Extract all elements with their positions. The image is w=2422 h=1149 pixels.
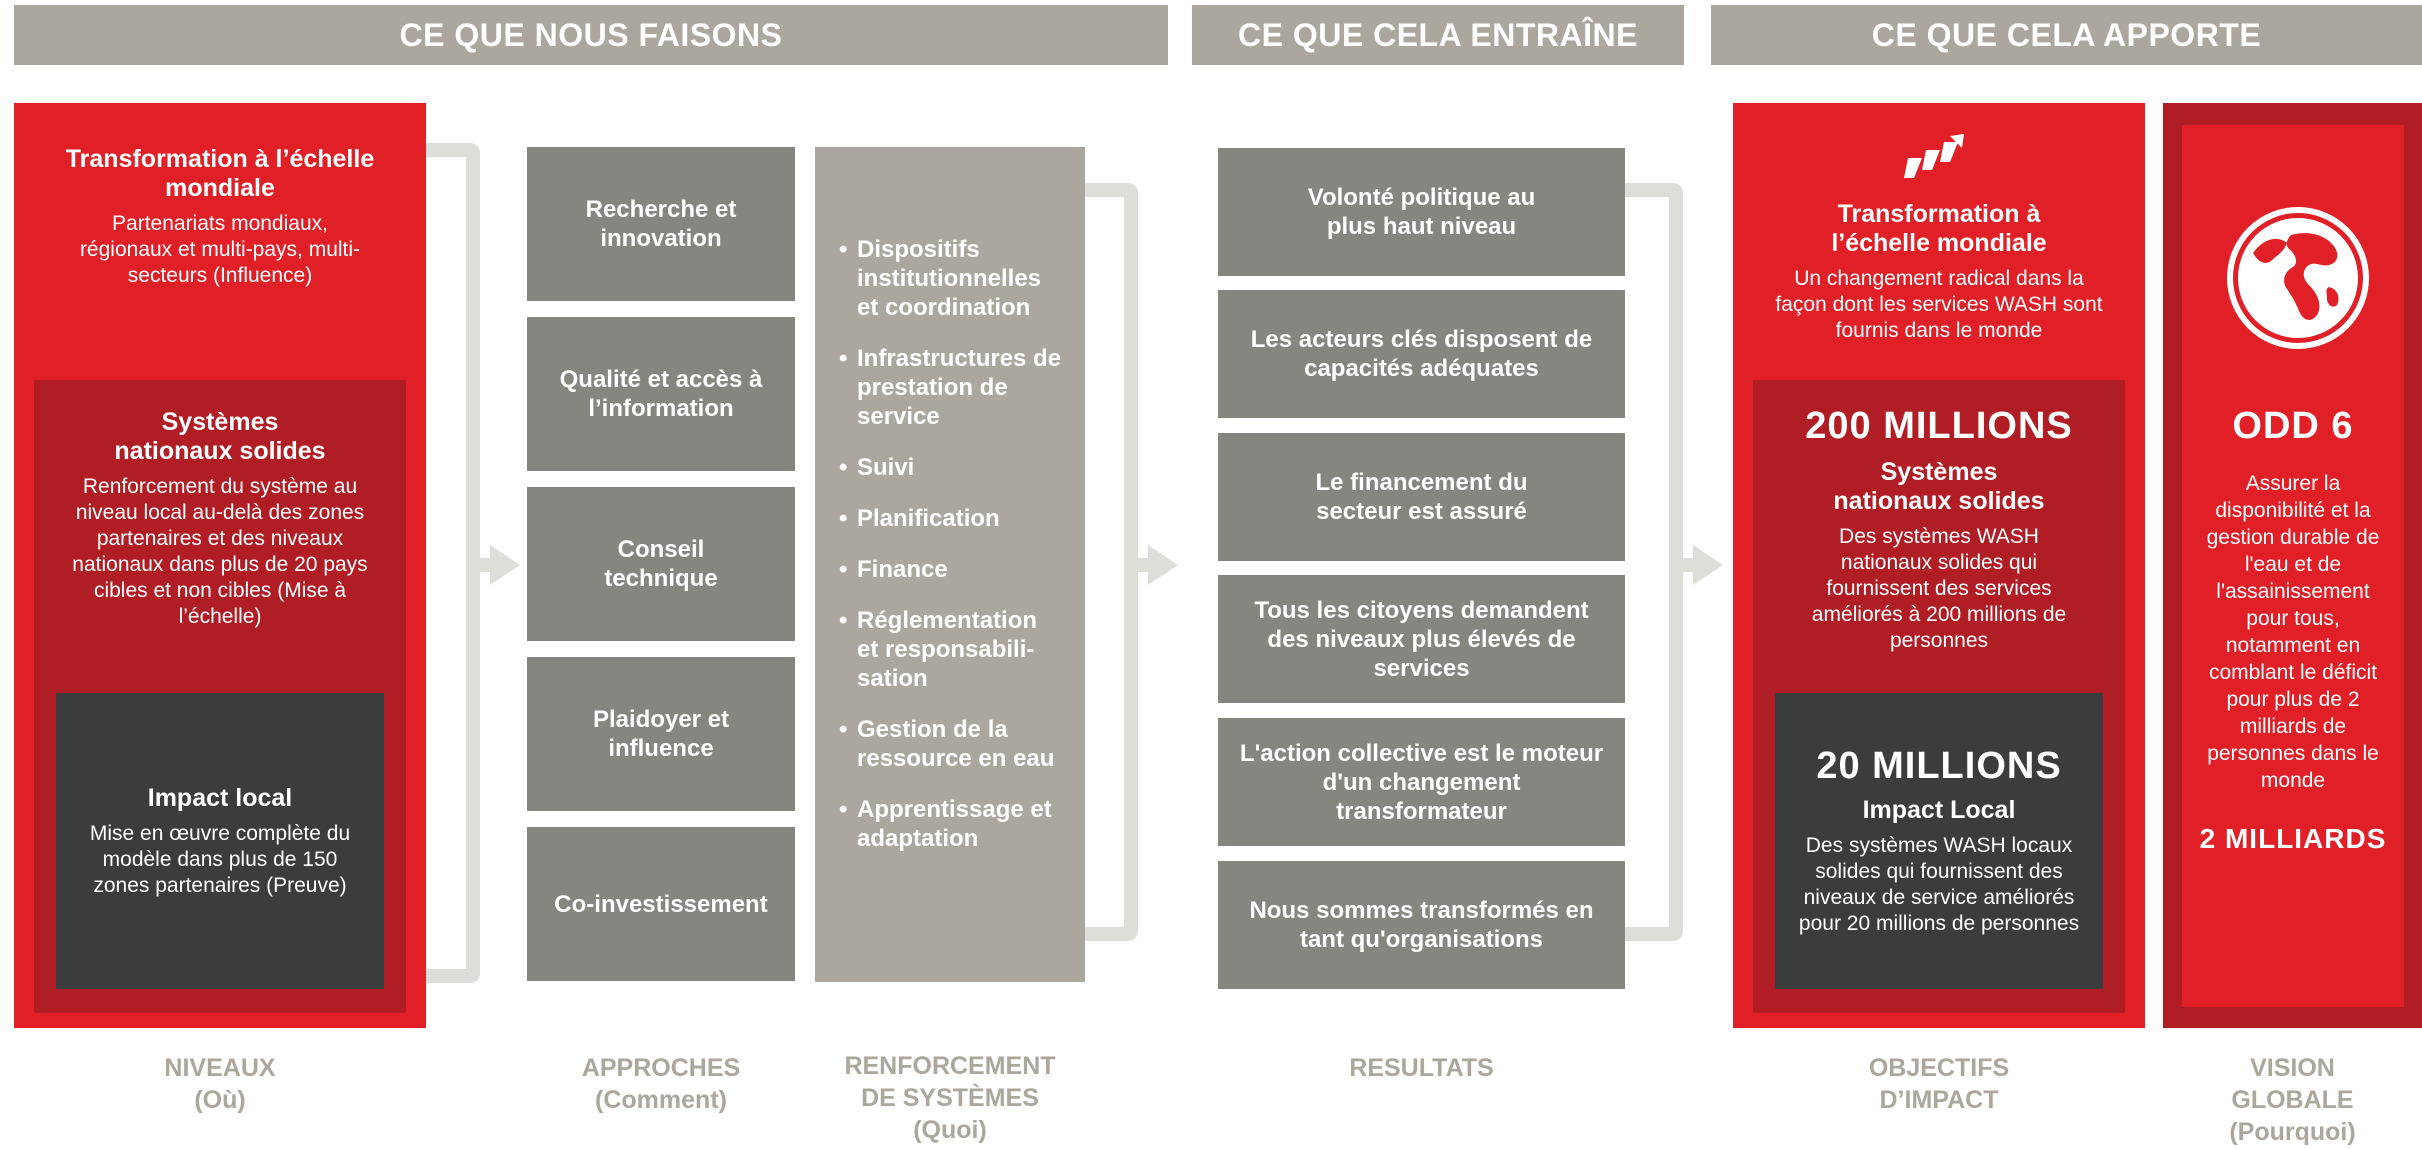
systems-panel: •Dispositifs institutionnelles et coordi… xyxy=(815,147,1085,982)
levels-global-text: Partenariats mondiaux, régionaux et mult… xyxy=(79,212,361,287)
systems-item: •Réglementation et responsabili-sation xyxy=(839,607,1038,692)
levels-global: Transformation à l’échelle mondiale Part… xyxy=(14,145,426,340)
impact-local: 20 MILLIONS Impact Local Des systèmes WA… xyxy=(1775,693,2103,989)
levels-national: Systèmes nationaux solides Renforcement … xyxy=(34,408,406,668)
result-box: L'action collective est le moteur d'un c… xyxy=(1218,718,1625,846)
result-box: Volonté politique au plus haut niveau xyxy=(1218,148,1625,276)
footer-results: RESULTATS xyxy=(1349,1054,1494,1082)
arrow-right-icon xyxy=(490,545,520,585)
levels-local: Impact local Mise en œuvre complète du m… xyxy=(56,693,384,989)
arrows-icon xyxy=(1900,130,1980,185)
approach-box: Qualité et accès à l’information xyxy=(527,317,795,471)
vision-figure: 2 MILLIARDS xyxy=(2199,823,2387,854)
impact-global: Transformation à l’échelle mondiale Un c… xyxy=(1733,200,2145,350)
header-what-it-entails: CE QUE CELA ENTRAÎNE xyxy=(1192,5,1684,65)
approach-box: Co-investissement xyxy=(527,827,795,981)
approach-box: Plaidoyer et influence xyxy=(527,657,795,811)
arrow-right-icon xyxy=(1148,545,1178,585)
approach-box: Conseil technique xyxy=(527,487,795,641)
systems-item: •Planification xyxy=(839,505,1000,532)
footer-levels: NIVEAUX(Où) xyxy=(164,1054,276,1114)
arrow-stem-1 xyxy=(480,558,492,572)
systems-item: •Finance xyxy=(839,556,948,583)
impact-national-text: Des systèmes WASH nationaux solides qui … xyxy=(1811,525,2067,652)
arrow-right-icon xyxy=(1693,545,1723,585)
approach-box: Recherche et innovation xyxy=(527,147,795,301)
globe-icon xyxy=(2225,205,2371,351)
systems-item: •Suivi xyxy=(839,454,915,481)
header-what-it-brings: CE QUE CELA APPORTE xyxy=(1711,5,2422,65)
levels-national-title: Systèmes nationaux solides xyxy=(114,408,326,465)
result-box: Le financement du secteur est assuré xyxy=(1218,433,1625,561)
impact-national: 200 MILLIONS Systèmes nationaux solides … xyxy=(1753,405,2125,675)
vision-text: Assurer la disponibilité et la gestion d… xyxy=(2206,472,2380,792)
levels-national-text: Renforcement du système au niveau local … xyxy=(72,475,368,628)
levels-global-title: Transformation à l’échelle mondiale xyxy=(65,145,375,202)
header-what-we-do: CE QUE NOUS FAISONS xyxy=(14,5,1168,65)
result-box: Nous sommes transformés en tant qu'organ… xyxy=(1218,861,1625,989)
systems-item: •Gestion de la ressource en eau xyxy=(839,716,1055,772)
systems-item: •Infrastructures de prestation de servic… xyxy=(839,345,1062,430)
result-box: Tous les citoyens demandent des niveaux … xyxy=(1218,575,1625,703)
levels-local-title: Impact local xyxy=(147,783,293,812)
impact-national-title: Systèmes nationaux solides xyxy=(1833,458,2045,515)
impact-national-figure: 200 MILLIONS xyxy=(1805,405,2073,447)
vision-title: ODD 6 xyxy=(2232,405,2354,447)
arrow-stem-3 xyxy=(1683,558,1695,572)
impact-local-figure: 20 MILLIONS xyxy=(1816,745,2062,787)
systems-item: •Dispositifs institutionnelles et coordi… xyxy=(839,236,1042,321)
systems-item: •Apprentissage et adaptation xyxy=(839,796,1052,852)
footer-approaches: APPROCHES(Comment) xyxy=(581,1054,741,1114)
vision-content: ODD 6 Assurer la disponibilité et la ges… xyxy=(2182,405,2404,885)
impact-local-title: Impact Local xyxy=(1862,796,2016,824)
bracket-results xyxy=(1625,183,1683,941)
impact-global-text: Un changement radical dans la façon dont… xyxy=(1775,267,2103,342)
result-box: Les acteurs clés disposent de capacités … xyxy=(1218,290,1625,418)
arrow-stem-2 xyxy=(1138,558,1150,572)
levels-local-text: Mise en œuvre complète du modèle dans pl… xyxy=(89,821,351,897)
bracket-systems xyxy=(1083,183,1138,941)
impact-local-text: Des systèmes WASH locaux solides qui fou… xyxy=(1798,834,2080,935)
impact-global-title: Transformation à l’échelle mondiale xyxy=(1831,200,2047,257)
bracket-levels xyxy=(425,143,480,983)
